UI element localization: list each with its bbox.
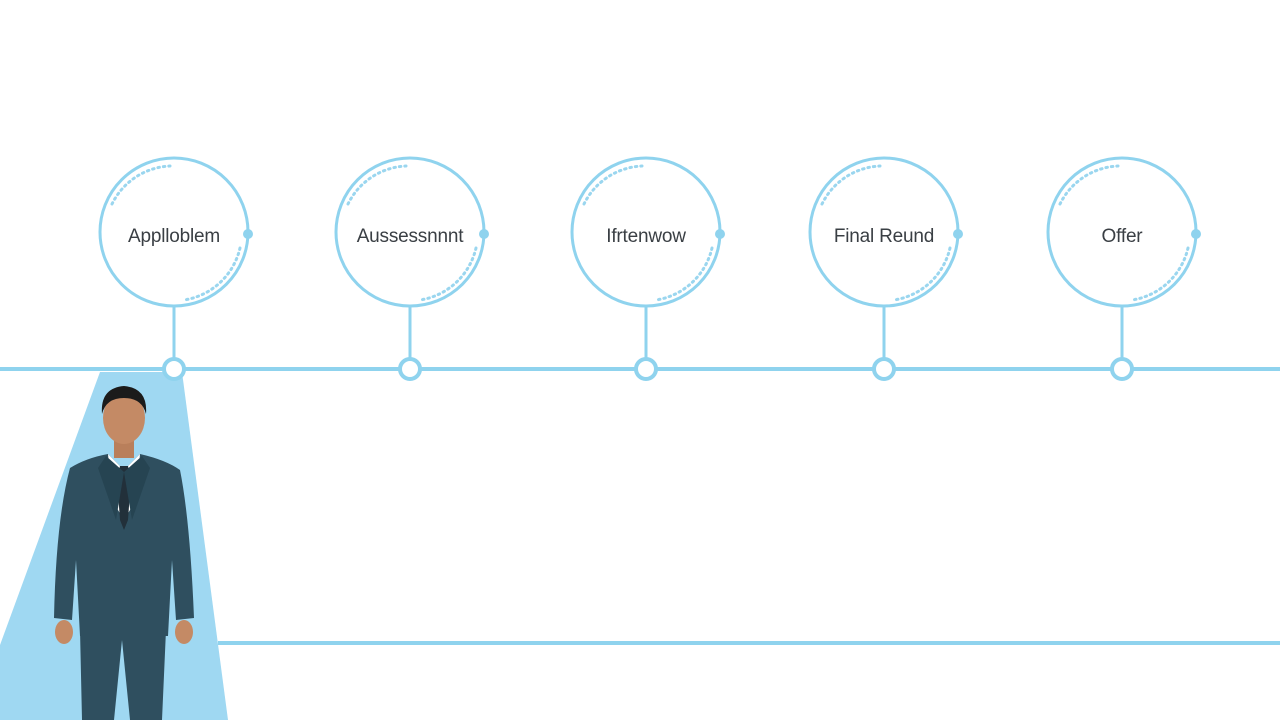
trousers (80, 630, 166, 720)
stage-dotted-arc-bottom (182, 246, 242, 302)
stage-label: Ifrtenwow (606, 226, 686, 247)
stage-dotted-arc-bottom (1130, 246, 1190, 302)
stage-node-4 (808, 156, 963, 381)
stage-node-3 (570, 156, 725, 381)
stage-ring-dot (953, 229, 963, 239)
stage-dotted-arc-top (582, 164, 644, 206)
right-lapel (124, 456, 150, 520)
stage-dotted-arc-top (820, 164, 882, 206)
hair (101, 386, 147, 414)
stage-label: Aussessnnnt (356, 226, 464, 247)
stage-label: Final Reund (833, 226, 935, 247)
timeline-node (634, 357, 658, 381)
stage-dotted-arc-top (110, 164, 172, 206)
stage-ring-dot (715, 229, 725, 239)
stage-label: Applloblem (128, 226, 220, 247)
left-lapel (98, 456, 124, 520)
stage-label: Offer (1101, 226, 1143, 247)
stage-ring-dot (243, 229, 253, 239)
timeline-node (872, 357, 896, 381)
timeline-node (162, 357, 186, 381)
stage-dotted-arc-top (1058, 164, 1120, 206)
right-hand (175, 620, 193, 644)
timeline-node (1110, 357, 1134, 381)
timeline-node (398, 357, 422, 381)
stage-dotted-arc-bottom (892, 246, 952, 302)
suit-jacket (54, 454, 194, 636)
stage-dotted-arc-top (346, 164, 408, 206)
stage-ring-dot (479, 229, 489, 239)
stage-node-5 (1046, 156, 1201, 381)
head (103, 392, 145, 444)
stage-node-1 (98, 156, 253, 381)
stage-node-2 (334, 156, 489, 381)
stage-dotted-arc-bottom (654, 246, 714, 302)
stage-dotted-arc-bottom (418, 246, 478, 302)
stage-ring-dot (1191, 229, 1201, 239)
candidate-figure (54, 386, 194, 720)
left-hand (55, 620, 73, 644)
